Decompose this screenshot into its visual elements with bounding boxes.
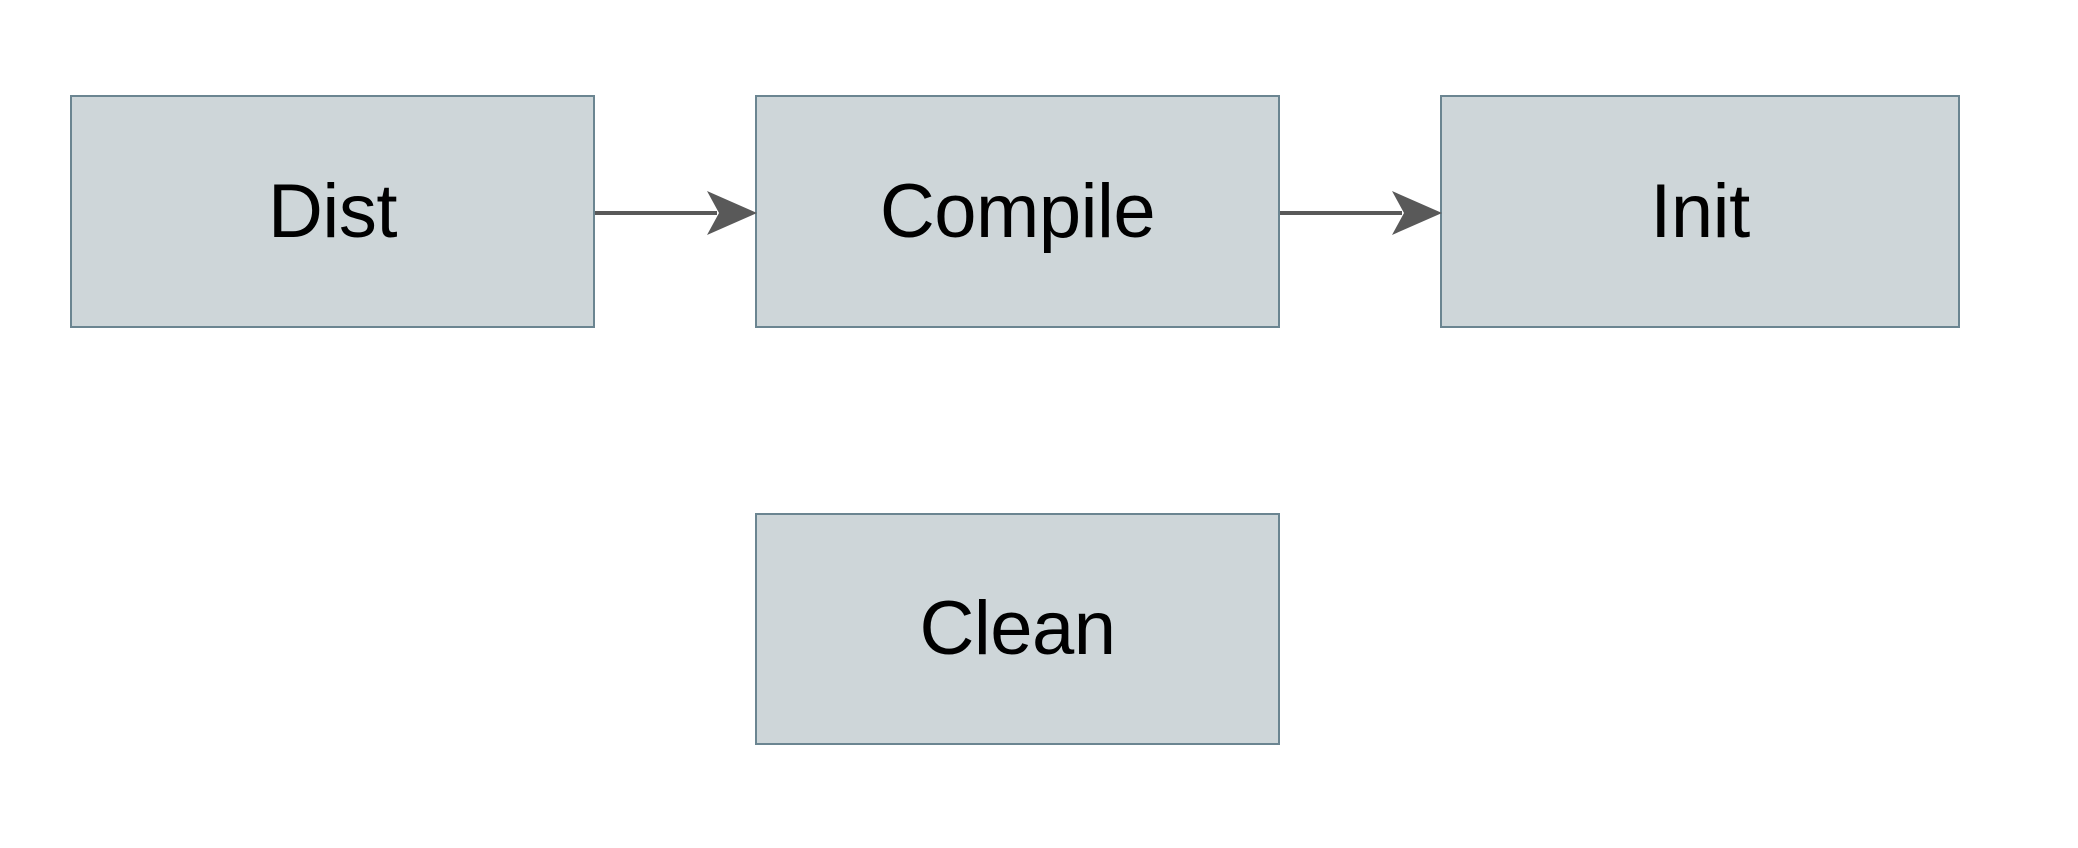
node-label-compile: Compile — [879, 168, 1156, 254]
node-label-dist: Dist — [268, 168, 397, 254]
diagram-edge-compile-to-init[interactable] — [1280, 182, 1442, 244]
arrowhead-icon — [1392, 191, 1442, 235]
diagram-node-dist[interactable]: Dist — [70, 95, 595, 328]
node-label-clean: Clean — [919, 586, 1116, 671]
diagram-edge-dist-to-compile[interactable] — [595, 182, 757, 244]
diagram-node-clean[interactable]: Clean — [755, 513, 1280, 745]
diagram-node-compile[interactable]: Compile — [755, 95, 1280, 328]
node-label-init: Init — [1650, 168, 1750, 254]
arrowhead-icon — [707, 191, 757, 235]
diagram-node-init[interactable]: Init — [1440, 95, 1960, 328]
